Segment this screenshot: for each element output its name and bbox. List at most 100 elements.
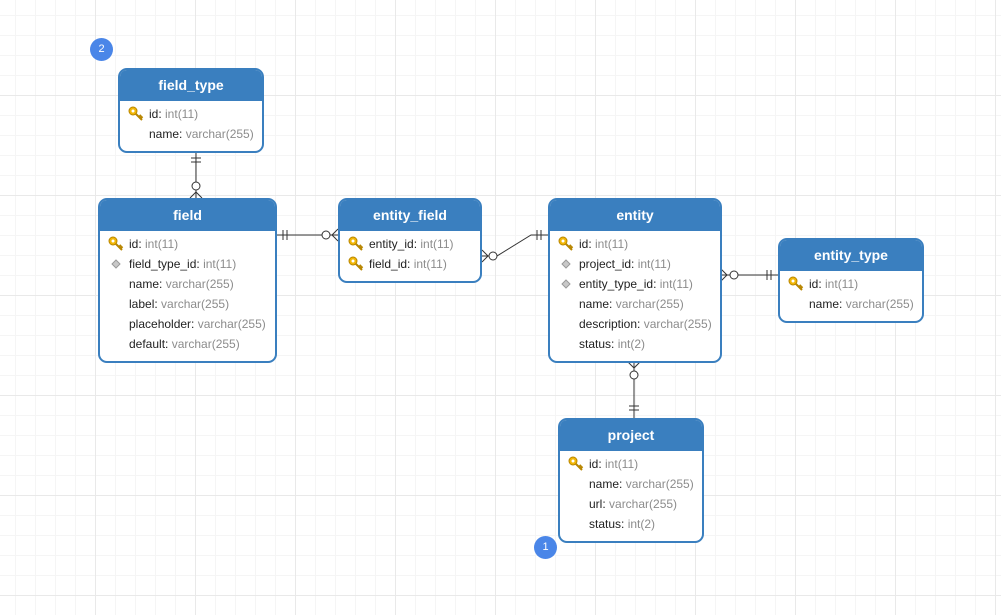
column-row[interactable]: name: varchar(255) [100,274,275,294]
column-separator: : [138,237,146,251]
column-row[interactable]: project_id: int(11) [550,254,720,274]
relation-field-entity_field[interactable] [277,228,339,242]
column-separator: : [637,317,644,331]
column-separator: : [588,237,596,251]
column-separator: : [407,257,414,271]
column-row[interactable]: id: int(11) [780,274,922,294]
column-row[interactable]: label: varchar(255) [100,294,275,314]
column-type: varchar(255) [171,337,240,351]
foreign-key-icon [108,256,124,272]
column-type: int(11) [165,107,199,121]
key-icon [348,236,364,252]
column-type: int(11) [659,277,693,291]
column-type: varchar(255) [161,297,230,311]
column-type: int(11) [203,257,237,271]
column-type: varchar(255) [615,297,684,311]
column-type: int(11) [145,237,179,251]
column-type: varchar(255) [185,127,254,141]
column-name: url [589,497,603,511]
column-name: field_type_id [129,257,197,271]
badge-1[interactable]: 1 [534,536,557,559]
column-name: entity_id [369,237,414,251]
column-row[interactable]: entity_id: int(11) [340,234,480,254]
column-row[interactable]: status: int(2) [550,334,720,354]
column-row[interactable]: default: varchar(255) [100,334,275,354]
table-title[interactable]: field_type [120,70,262,101]
relation-entity_field-entity[interactable] [481,230,548,263]
column-name: name [809,297,840,311]
column-separator: : [165,337,172,351]
column-type: int(11) [637,257,671,271]
column-type: varchar(255) [609,497,678,511]
foreign-key-icon [558,256,574,272]
column-type: int(2) [627,517,656,531]
column-row[interactable]: id: int(11) [120,104,262,124]
key-icon [348,256,364,272]
column-row[interactable]: name: varchar(255) [780,294,922,314]
column-row[interactable]: name: varchar(255) [550,294,720,314]
column-name: name [149,127,180,141]
column-separator: : [196,257,204,271]
column-type: int(11) [825,277,859,291]
column-type: int(11) [605,457,639,471]
column-name: description [579,317,638,331]
badge-2[interactable]: 2 [90,38,113,61]
table-title[interactable]: field [100,200,275,231]
column-name: default [129,337,166,351]
column-name: status [579,337,612,351]
table-title[interactable]: entity [550,200,720,231]
column-separator: : [611,337,618,351]
column-type: varchar(255) [625,477,694,491]
column-row[interactable]: name: varchar(255) [120,124,262,144]
column-row[interactable]: url: varchar(255) [560,494,702,514]
key-icon [568,456,584,472]
column-row[interactable]: field_type_id: int(11) [100,254,275,274]
column-name: label [129,297,155,311]
key-icon [128,106,144,122]
column-type: varchar(255) [197,317,266,331]
column-name: name [129,277,160,291]
column-name: placeholder [129,317,192,331]
column-separator: : [631,257,638,271]
column-row[interactable]: id: int(11) [100,234,275,254]
relation-field_type-field[interactable] [189,152,203,199]
table-entity_field[interactable]: entity_field entity_id: int(11)field_id:… [338,198,482,283]
column-name: name [579,297,610,311]
column-name: field_id [369,257,408,271]
column-separator: : [159,277,166,291]
column-name: project_id [579,257,632,271]
column-row[interactable]: id: int(11) [550,234,720,254]
column-name: status [589,517,622,531]
table-title[interactable]: project [560,420,702,451]
table-entity_type[interactable]: entity_type id: int(11)name: varchar(255… [778,238,924,323]
key-icon [558,236,574,252]
column-separator: : [154,297,162,311]
column-name: id [149,107,159,121]
column-row[interactable]: description: varchar(255) [550,314,720,334]
column-row[interactable]: status: int(2) [560,514,702,534]
column-row[interactable]: placeholder: varchar(255) [100,314,275,334]
column-separator: : [598,457,606,471]
foreign-key-icon [558,276,574,292]
table-entity[interactable]: entity id: int(11)project_id: int(11)ent… [548,198,722,363]
column-type: int(11) [420,237,454,251]
relation-entity-project[interactable] [627,361,641,418]
table-field[interactable]: field id: int(11)field_type_id: int(11)n… [98,198,277,363]
column-separator: : [609,297,616,311]
table-title[interactable]: entity_field [340,200,480,231]
relation-entity-entity_type[interactable] [720,268,779,282]
column-row[interactable]: field_id: int(11) [340,254,480,274]
column-separator: : [818,277,826,291]
table-field_type[interactable]: field_type id: int(11)name: varchar(255) [118,68,264,153]
column-separator: : [602,497,610,511]
column-separator: : [179,127,186,141]
column-name: name [589,477,620,491]
column-type: int(2) [617,337,646,351]
column-row[interactable]: entity_type_id: int(11) [550,274,720,294]
column-name: id [579,237,589,251]
column-row[interactable]: name: varchar(255) [560,474,702,494]
table-project[interactable]: project id: int(11)name: varchar(255)url… [558,418,704,543]
key-icon [108,236,124,252]
table-title[interactable]: entity_type [780,240,922,271]
column-row[interactable]: id: int(11) [560,454,702,474]
